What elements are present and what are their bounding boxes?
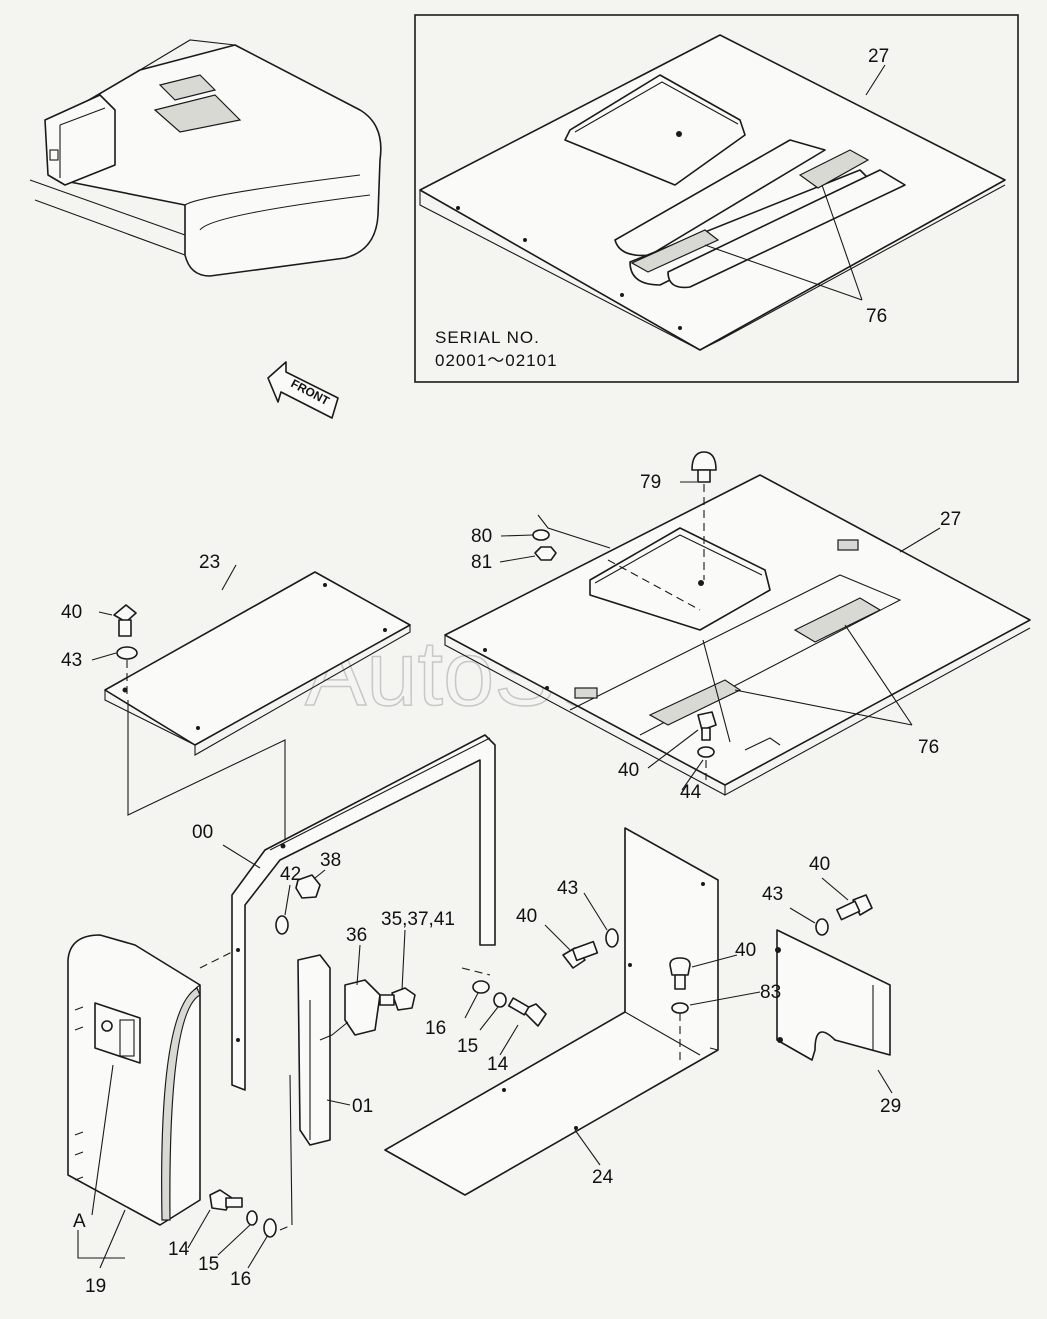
callout-43-b: 43: [557, 878, 578, 899]
hood-cover-27: [444, 474, 1031, 796]
serial-label: SERIAL NO.: [435, 328, 540, 347]
callout-36: 36: [346, 925, 367, 946]
callout-79: 79: [640, 472, 661, 493]
machine-overview-sketch: [29, 39, 382, 277]
callout-A: A: [73, 1211, 86, 1232]
washer-83-icon: [671, 1002, 689, 1014]
callout-40-d: 40: [735, 940, 756, 961]
callout-19: 19: [85, 1276, 106, 1297]
callout-00: 00: [192, 822, 213, 843]
callout-23: 23: [199, 552, 220, 573]
bolt-79-icon: [691, 451, 717, 580]
inset-frame: [414, 14, 1019, 383]
washer-80-icon: [532, 529, 550, 541]
callout-01: 01: [352, 1096, 373, 1117]
callout-42: 42: [280, 864, 301, 885]
serial-range: 02001～02101: [435, 351, 558, 370]
callout-29: 29: [880, 1096, 901, 1117]
washer-16-a-icon: [472, 980, 490, 994]
bracket-36: [344, 979, 381, 1036]
frame-00: [199, 734, 496, 1091]
callout-40-c: 40: [516, 906, 537, 927]
bracket-01: [289, 954, 331, 1226]
callout-27-inset: 27: [868, 46, 889, 67]
callout-14-a: 14: [487, 1054, 509, 1075]
bolt-40-hood-icon: [697, 711, 717, 741]
serial-variant-inset: 27 76 SERIAL NO. 02001～02101: [414, 14, 1019, 383]
bolt-35-icon: [379, 987, 416, 1011]
callout-38: 38: [320, 850, 341, 871]
callout-83: 83: [760, 982, 781, 1003]
washer-15-b-icon: [246, 1210, 258, 1226]
callout-15-a: 15: [457, 1036, 478, 1057]
callout-27: 27: [940, 509, 961, 530]
washer-16-b-icon: [263, 1218, 277, 1238]
callout-43-c: 43: [762, 884, 783, 905]
panel-23: [104, 571, 411, 845]
callout-15-b: 15: [198, 1254, 219, 1275]
washer-43-far-right-icon: [815, 918, 829, 936]
callout-24: 24: [592, 1167, 614, 1188]
panel-24: [384, 827, 719, 1196]
side-cover-19: [67, 934, 201, 1226]
nut-81-icon: [534, 546, 557, 561]
callout-16-a: 16: [425, 1018, 446, 1039]
washer-43-top-left-icon: [116, 646, 138, 660]
bolt-40-right-icon: [669, 957, 691, 990]
callout-76: 76: [918, 737, 939, 758]
bolt-14-b-icon: [209, 1189, 243, 1211]
callout-44: 44: [680, 782, 702, 803]
callout-40-b: 40: [618, 760, 639, 781]
front-arrow-icon: FRONT: [267, 361, 339, 419]
callout-40-a: 40: [61, 602, 82, 623]
callout-16-b: 16: [230, 1269, 251, 1290]
bolt-40-far-right-icon: [836, 894, 873, 921]
callout-80: 80: [471, 526, 492, 547]
callout-14-b: 14: [168, 1239, 190, 1260]
bolt-14-a-icon: [507, 997, 547, 1027]
callout-40-e: 40: [809, 854, 830, 875]
callout-35-37-41: 35,37,41: [381, 909, 455, 930]
washer-42-icon: [275, 915, 289, 935]
callout-81: 81: [471, 552, 492, 573]
washer-15-a-icon: [493, 992, 507, 1008]
washer-44-icon: [697, 746, 715, 758]
nut-38-icon: [295, 874, 321, 899]
plate-29: [775, 929, 891, 1061]
leader-lines: [77, 481, 941, 1269]
washer-43-mid-icon: [605, 928, 619, 948]
callout-76-inset: 76: [866, 306, 887, 327]
callout-43-a: 43: [61, 650, 82, 671]
bolt-40-mid-icon: [562, 940, 599, 969]
bolt-40-top-left-icon: [113, 604, 137, 637]
